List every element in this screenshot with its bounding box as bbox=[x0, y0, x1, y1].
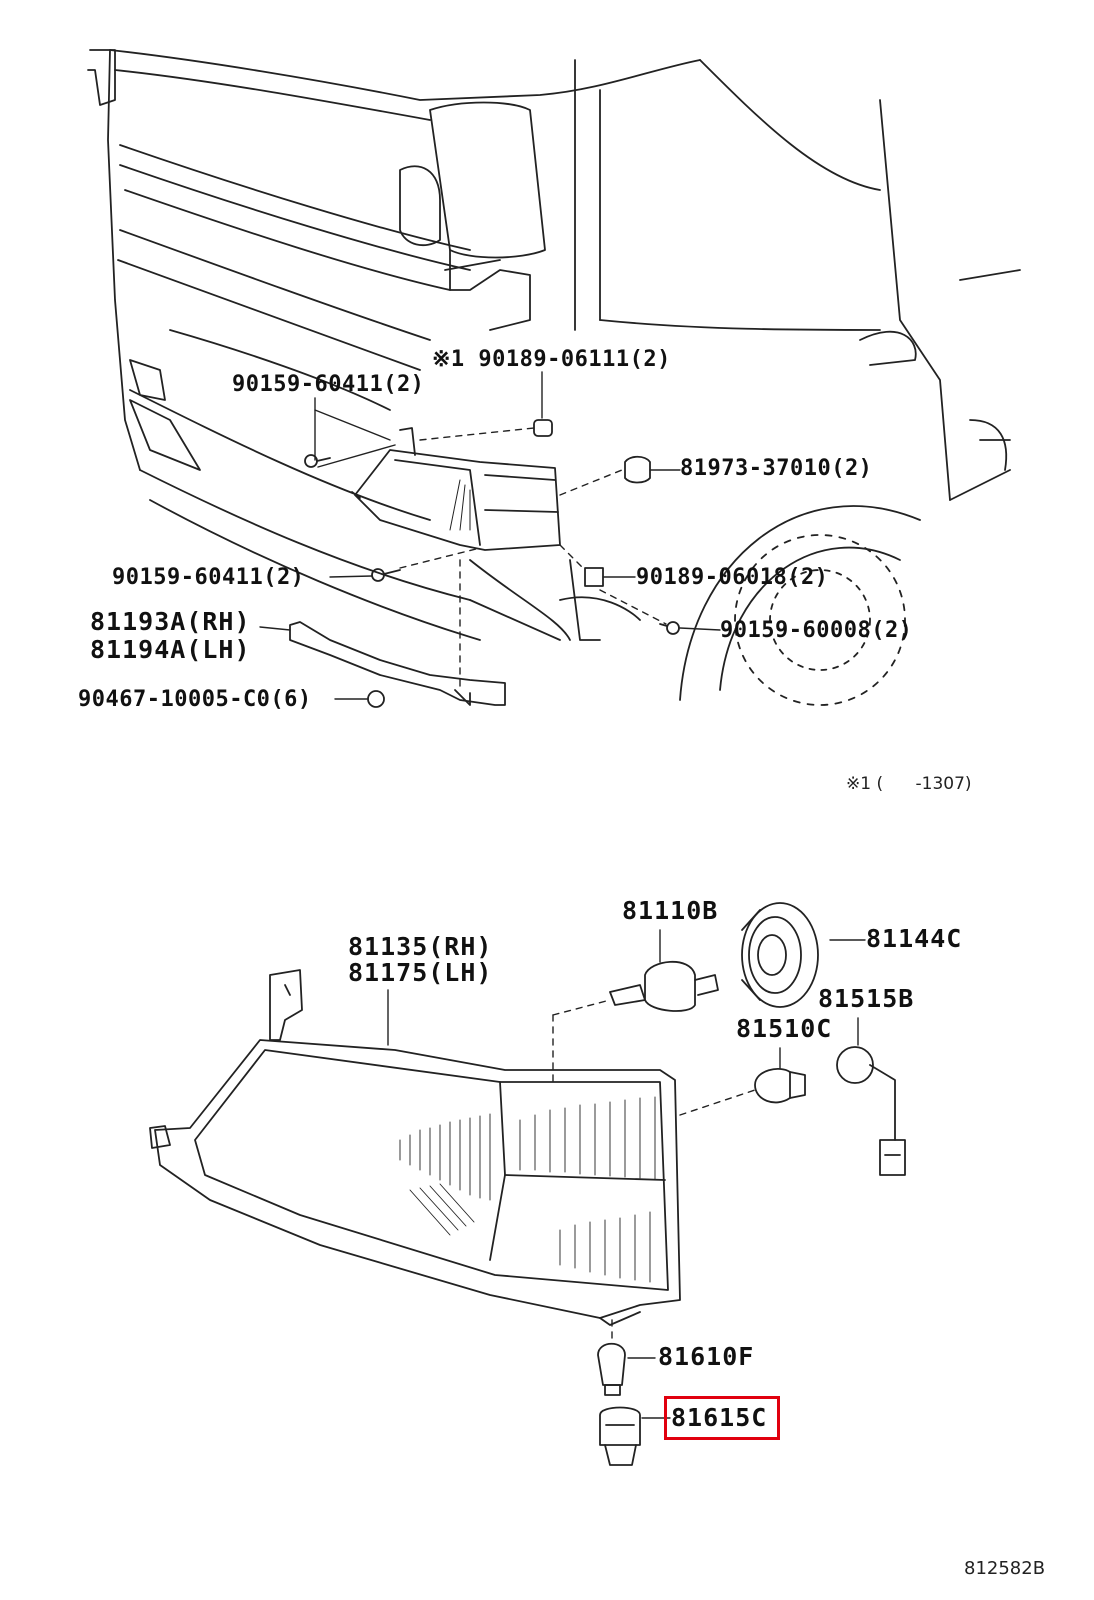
label-81135-rh: 81135(RH) bbox=[348, 932, 493, 961]
label-90467-10005-c0: 90467-10005-C0(6) bbox=[78, 687, 312, 712]
upper-leader-lines bbox=[259, 371, 721, 700]
truck-cab-illustration bbox=[87, 49, 1021, 706]
label-90159-60008: 90159-60008(2) bbox=[720, 618, 913, 643]
highlight-box-81615c bbox=[664, 1396, 780, 1440]
label-81515b: 81515B bbox=[818, 984, 915, 1013]
diagram-id: 812582B bbox=[964, 1558, 1046, 1579]
label-90189-06111: ※1 90189-06111(2) bbox=[432, 347, 671, 372]
label-81510c: 81510C bbox=[736, 1014, 833, 1043]
lower-leader-lines bbox=[387, 929, 866, 1419]
label-81615c: 81615C bbox=[671, 1403, 768, 1432]
label-90159-60411-upper: 90159-60411(2) bbox=[232, 372, 425, 397]
label-81193a-rh: 81193A(RH) bbox=[90, 607, 251, 636]
label-81194a-lh: 81194A(LH) bbox=[90, 635, 251, 664]
label-90189-06018: 90189-06018(2) bbox=[636, 565, 829, 590]
footnote-1307: ※1 ( -1307) bbox=[846, 774, 972, 794]
lower-bulbs-and-sockets bbox=[597, 902, 906, 1466]
label-81973-37010: 81973-37010(2) bbox=[680, 456, 873, 481]
label-81610f: 81610F bbox=[658, 1342, 755, 1371]
label-81175-lh: 81175(LH) bbox=[348, 958, 493, 987]
label-90159-60411-lower: 90159-60411(2) bbox=[112, 565, 305, 590]
label-81144c: 81144C bbox=[866, 924, 963, 953]
label-81110b: 81110B bbox=[622, 896, 719, 925]
lower-headlamp-assembly bbox=[149, 969, 681, 1326]
upper-headlamp-assembly bbox=[351, 427, 561, 551]
